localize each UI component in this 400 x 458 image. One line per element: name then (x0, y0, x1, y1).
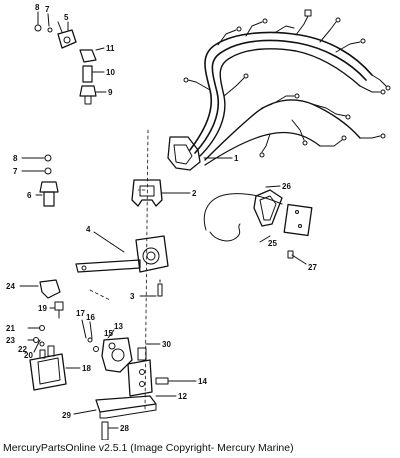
mounting-bracket (75, 231, 169, 297)
callout-25: 25 (268, 239, 277, 248)
sensor-assembly (203, 185, 313, 265)
callout-19: 19 (38, 304, 47, 313)
wiring-harness (167, 9, 391, 171)
callout-29: 29 (62, 411, 71, 420)
callout-2: 2 (192, 189, 197, 198)
callout-8a: 8 (35, 3, 40, 12)
callout-14: 14 (198, 377, 207, 386)
callout-10: 10 (106, 68, 115, 77)
callout-27: 27 (308, 263, 317, 272)
fittings-group (34, 11, 107, 105)
exploded-parts-diagram: 1 2 3 4 5 6 7 7 8 8 9 10 11 12 13 14 15 … (6, 3, 391, 440)
callout-18: 18 (82, 364, 91, 373)
callout-24: 24 (6, 282, 15, 291)
callout-21: 21 (6, 324, 15, 333)
callout-28: 28 (120, 424, 129, 433)
callout-11: 11 (106, 44, 115, 53)
callout-8b: 8 (13, 154, 18, 163)
callout-26: 26 (282, 182, 291, 191)
callout-16: 16 (86, 313, 95, 322)
callout-7a: 7 (45, 5, 50, 14)
callout-15: 15 (104, 329, 113, 338)
callout-1: 1 (234, 154, 239, 163)
callout-12: 12 (178, 392, 187, 401)
starter-solenoid-assembly (19, 279, 197, 440)
callout-labels: 1 2 3 4 5 6 7 7 8 8 9 10 11 12 13 14 15 … (6, 3, 317, 433)
harness-clamp (131, 179, 191, 207)
callout-7b: 7 (13, 167, 18, 176)
copyright-footer: MercuryPartsOnline v2.5.1 (Image Copyrig… (3, 442, 294, 454)
callout-22: 22 (18, 345, 27, 354)
callout-20: 20 (24, 351, 33, 360)
callout-30: 30 (162, 340, 171, 349)
callout-6: 6 (27, 191, 32, 200)
callout-17: 17 (76, 309, 85, 318)
callout-23: 23 (6, 336, 15, 345)
callout-3: 3 (130, 292, 135, 301)
sensor-fittings (21, 154, 59, 207)
callout-5: 5 (64, 13, 69, 22)
callout-9: 9 (108, 88, 113, 97)
callout-13: 13 (114, 322, 123, 331)
callout-4: 4 (86, 225, 91, 234)
